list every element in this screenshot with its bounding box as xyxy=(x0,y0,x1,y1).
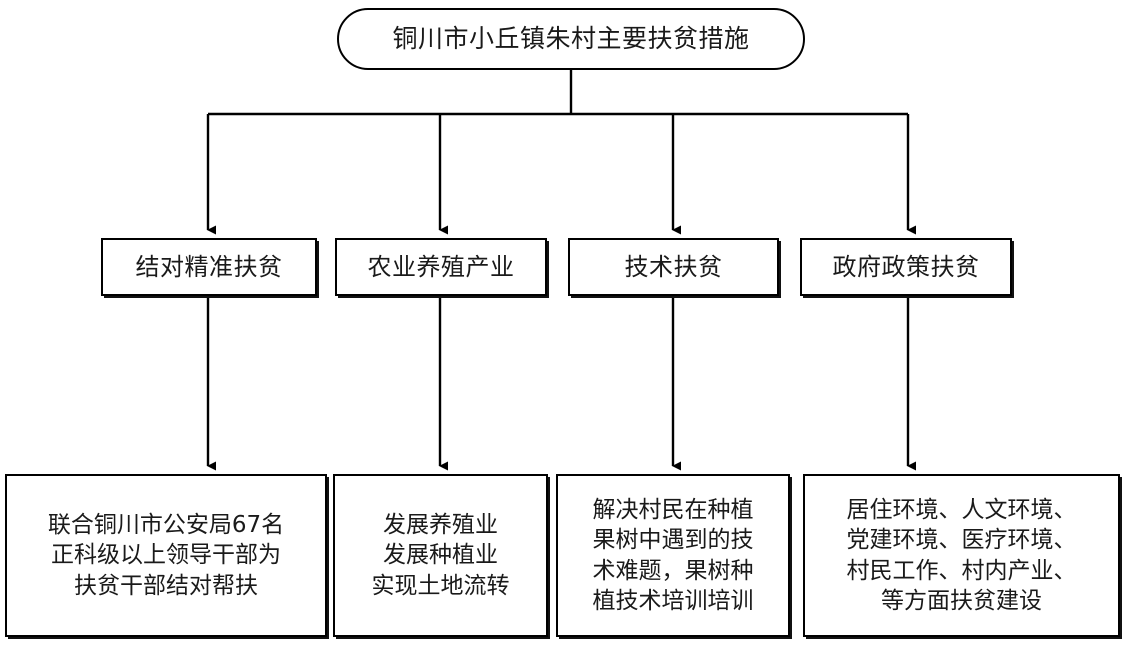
detail-node-2-label: 发展养殖业 发展种植业 实现土地流转 xyxy=(371,511,510,599)
detail-node-4[interactable]: 居住环境、人文环境、 党建环境、医疗环境、 村民工作、村内产业、 等方面扶贫建设 xyxy=(803,474,1120,637)
category-node-1-label: 结对精准扶贫 xyxy=(135,252,283,281)
category-node-2-label: 农业养殖产业 xyxy=(367,252,515,281)
category-node-4-label: 政府政策扶贫 xyxy=(832,252,980,281)
detail-node-2[interactable]: 发展养殖业 发展种植业 实现土地流转 xyxy=(333,474,548,637)
detail-node-3-label: 解决村民在种植 果树中遇到的技 术难题，果树种 植技术培训培训 xyxy=(592,496,754,614)
category-node-3[interactable]: 技术扶贫 xyxy=(568,238,779,296)
category-node-1[interactable]: 结对精准扶贫 xyxy=(101,238,317,296)
detail-node-4-label: 居住环境、人文环境、 党建环境、医疗环境、 村民工作、村内产业、 等方面扶贫建设 xyxy=(846,496,1077,614)
category-node-2[interactable]: 农业养殖产业 xyxy=(335,238,547,296)
detail-node-3[interactable]: 解决村民在种植 果树中遇到的技 术难题，果树种 植技术培训培训 xyxy=(556,474,790,637)
root-node-label: 铜川市小丘镇朱村主要扶贫措施 xyxy=(392,24,750,54)
detail-node-1-label: 联合铜川市公安局67名 正科级以上领导干部为 扶贫干部结对帮扶 xyxy=(47,511,285,599)
detail-node-1[interactable]: 联合铜川市公安局67名 正科级以上领导干部为 扶贫干部结对帮扶 xyxy=(5,474,327,637)
category-node-3-label: 技术扶贫 xyxy=(624,252,723,281)
root-node[interactable]: 铜川市小丘镇朱村主要扶贫措施 xyxy=(337,8,805,70)
category-node-4[interactable]: 政府政策扶贫 xyxy=(800,238,1012,296)
